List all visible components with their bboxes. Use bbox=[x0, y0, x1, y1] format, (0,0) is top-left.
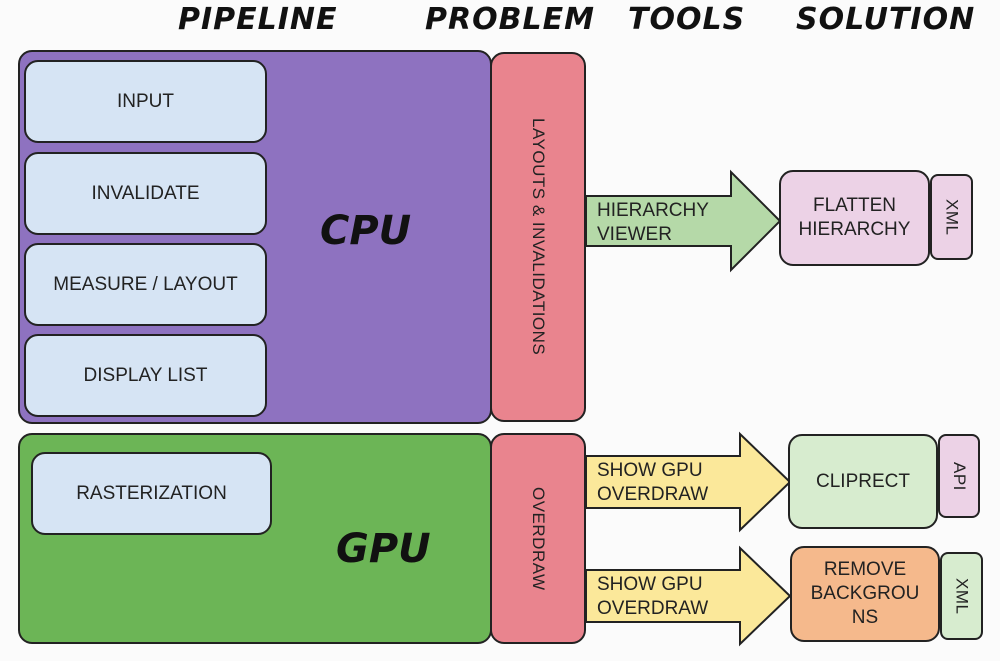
tool-show-gpu-overdraw-2-line2: OVERDRAW bbox=[597, 597, 709, 619]
solution-tag-api: API bbox=[938, 434, 980, 518]
tool-arrow-hierarchy-viewer bbox=[585, 169, 782, 273]
solution-cliprect-line1: CLIPRECT bbox=[816, 470, 910, 492]
solution-flatten-hierarchy: FLATTEN HIERARCHY bbox=[779, 170, 930, 266]
tool-show-gpu-overdraw-1-line1: SHOW GPU bbox=[597, 460, 703, 481]
tool-arrow-show-gpu-overdraw-2 bbox=[585, 545, 792, 647]
tool-show-gpu-overdraw-1-text: SHOW GPU OVERDRAW bbox=[597, 459, 708, 507]
cpu-step-input: INPUT bbox=[24, 60, 267, 143]
solution-remove-backgrounds: REMOVE BACKGROU NS bbox=[790, 546, 940, 642]
solution-remove-backgrounds-line1: REMOVE bbox=[823, 559, 907, 581]
gpu-step-rasterization: RASTERIZATION bbox=[31, 452, 272, 535]
solution-remove-backgrounds-line3: NS bbox=[851, 606, 879, 628]
problem-overdraw: OVERDRAW bbox=[490, 433, 586, 644]
solution-tag-xml-1: XML bbox=[930, 174, 973, 260]
header-problem: PROBLEM bbox=[425, 2, 595, 37]
tool-show-gpu-overdraw-2-line1: SHOW GPU bbox=[597, 574, 703, 595]
gpu-label: GPU bbox=[336, 526, 431, 572]
solution-flatten-hierarchy-line1: FLATTEN bbox=[812, 195, 897, 217]
header-solution: SOLUTION bbox=[796, 2, 976, 37]
cpu-label: CPU bbox=[320, 208, 412, 254]
solution-tag-xml-2: XML bbox=[940, 552, 983, 640]
tool-show-gpu-overdraw-2-text: SHOW GPU OVERDRAW bbox=[597, 573, 708, 621]
tool-arrow-show-gpu-overdraw-1 bbox=[585, 431, 792, 533]
tool-hierarchy-viewer-line1: HIERARCHY bbox=[597, 200, 709, 221]
tool-hierarchy-viewer-text: HIERARCHY VIEWER bbox=[597, 199, 709, 247]
solution-cliprect: CLIPRECT bbox=[788, 434, 938, 529]
cpu-step-display-list: DISPLAY LIST bbox=[24, 334, 267, 417]
solution-remove-backgrounds-line2: BACKGROU bbox=[810, 583, 920, 605]
header-pipeline: PIPELINE bbox=[178, 2, 338, 37]
problem-layouts-invalidations: LAYOUTS & INVALIDATIONS bbox=[490, 52, 586, 422]
tool-show-gpu-overdraw-1-line2: OVERDRAW bbox=[597, 483, 709, 505]
solution-flatten-hierarchy-line2: HIERARCHY bbox=[798, 219, 911, 240]
cpu-step-measure-layout: MEASURE / LAYOUT bbox=[24, 243, 267, 326]
header-tools: TOOLS bbox=[628, 2, 746, 37]
cpu-step-invalidate: INVALIDATE bbox=[24, 152, 267, 235]
tool-hierarchy-viewer-line2: VIEWER bbox=[597, 223, 672, 245]
